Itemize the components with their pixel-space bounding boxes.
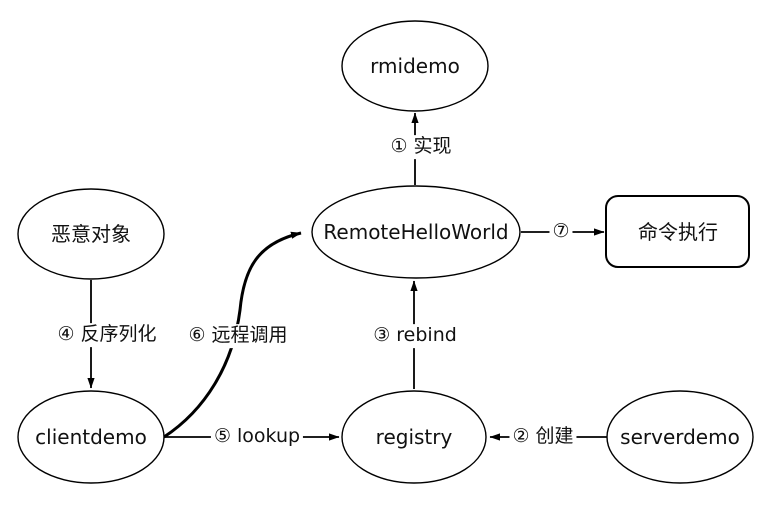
edge-remote-call-arrow [163,231,302,439]
edge-create-label: ② 创建 [509,425,577,449]
node-remote-hello-world-label: RemoteHelloWorld [323,220,509,244]
edge-remote-call-label: ⑥ 远程调用 [185,324,291,348]
node-serverdemo-label: serverdemo [620,425,740,449]
node-serverdemo-shape [606,390,754,484]
node-malicious-object-label: 恶意对象 [51,222,131,246]
edge-rebind-label: ③ rebind [370,324,460,348]
node-command-exec-shape [605,195,750,268]
edge-lookup-label: ⑤ lookup [210,425,304,449]
node-rmidemo-label: rmidemo [370,54,460,78]
node-command-exec-label: 命令执行 [638,220,718,244]
edge-step7-label: ⑦ [549,220,573,244]
node-clientdemo-label: clientdemo [35,425,147,449]
edge-implement-label: ① 实现 [387,135,455,159]
node-remote-hello-world-shape [311,185,521,279]
node-registry-shape [341,390,487,484]
node-rmidemo-shape [341,20,489,112]
node-malicious-object-shape [17,188,165,280]
node-clientdemo-shape [17,390,165,484]
edge-deserialize-label: ④ 反序列化 [54,323,160,347]
node-registry-label: registry [375,425,453,449]
